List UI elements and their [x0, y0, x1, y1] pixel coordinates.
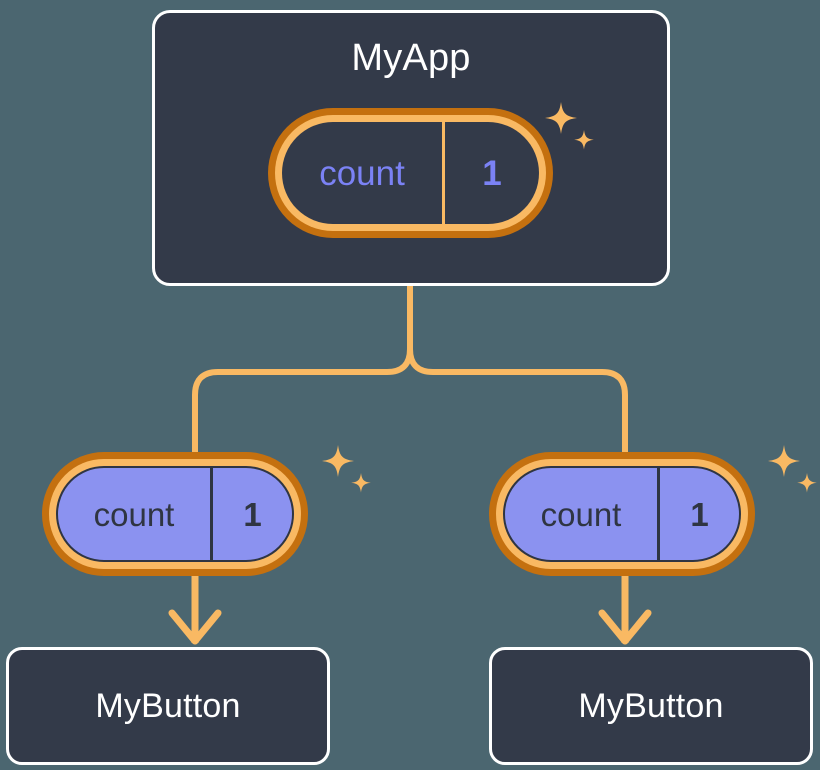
state-pill-inner-ring: count 1 [275, 115, 546, 231]
state-pill-inner-ring: count 1 [496, 459, 748, 569]
state-value-left: 1 [210, 468, 292, 560]
state-pill-body: count 1 [56, 466, 294, 562]
state-key-myapp: count [319, 153, 405, 193]
state-value-myapp: 1 [442, 122, 539, 224]
sparkles-icon [322, 445, 371, 493]
state-pill-inner-ring: count 1 [49, 459, 301, 569]
arrow-right-head [598, 609, 652, 645]
connector-left-branch [192, 327, 413, 474]
arrow-left-head [168, 609, 222, 645]
state-key-left: count [93, 495, 175, 533]
component-box-mybutton-right[interactable]: MyButton [489, 647, 813, 765]
component-title-mybutton-left: MyButton [95, 686, 241, 725]
state-pill-body: count 1 [503, 466, 741, 562]
state-pill-right[interactable]: count 1 [489, 452, 755, 576]
connector-right-branch [407, 327, 628, 474]
state-pill-body: count 1 [282, 122, 539, 224]
component-title-myapp: MyApp [351, 37, 471, 79]
state-pill-left[interactable]: count 1 [42, 452, 308, 576]
state-key-right: count [540, 495, 622, 533]
state-pill-myapp[interactable]: count 1 [268, 108, 553, 238]
component-box-mybutton-left[interactable]: MyButton [6, 647, 330, 765]
state-value-right: 1 [657, 468, 739, 560]
sparkles-icon [768, 445, 817, 493]
component-title-mybutton-right: MyButton [578, 686, 724, 725]
